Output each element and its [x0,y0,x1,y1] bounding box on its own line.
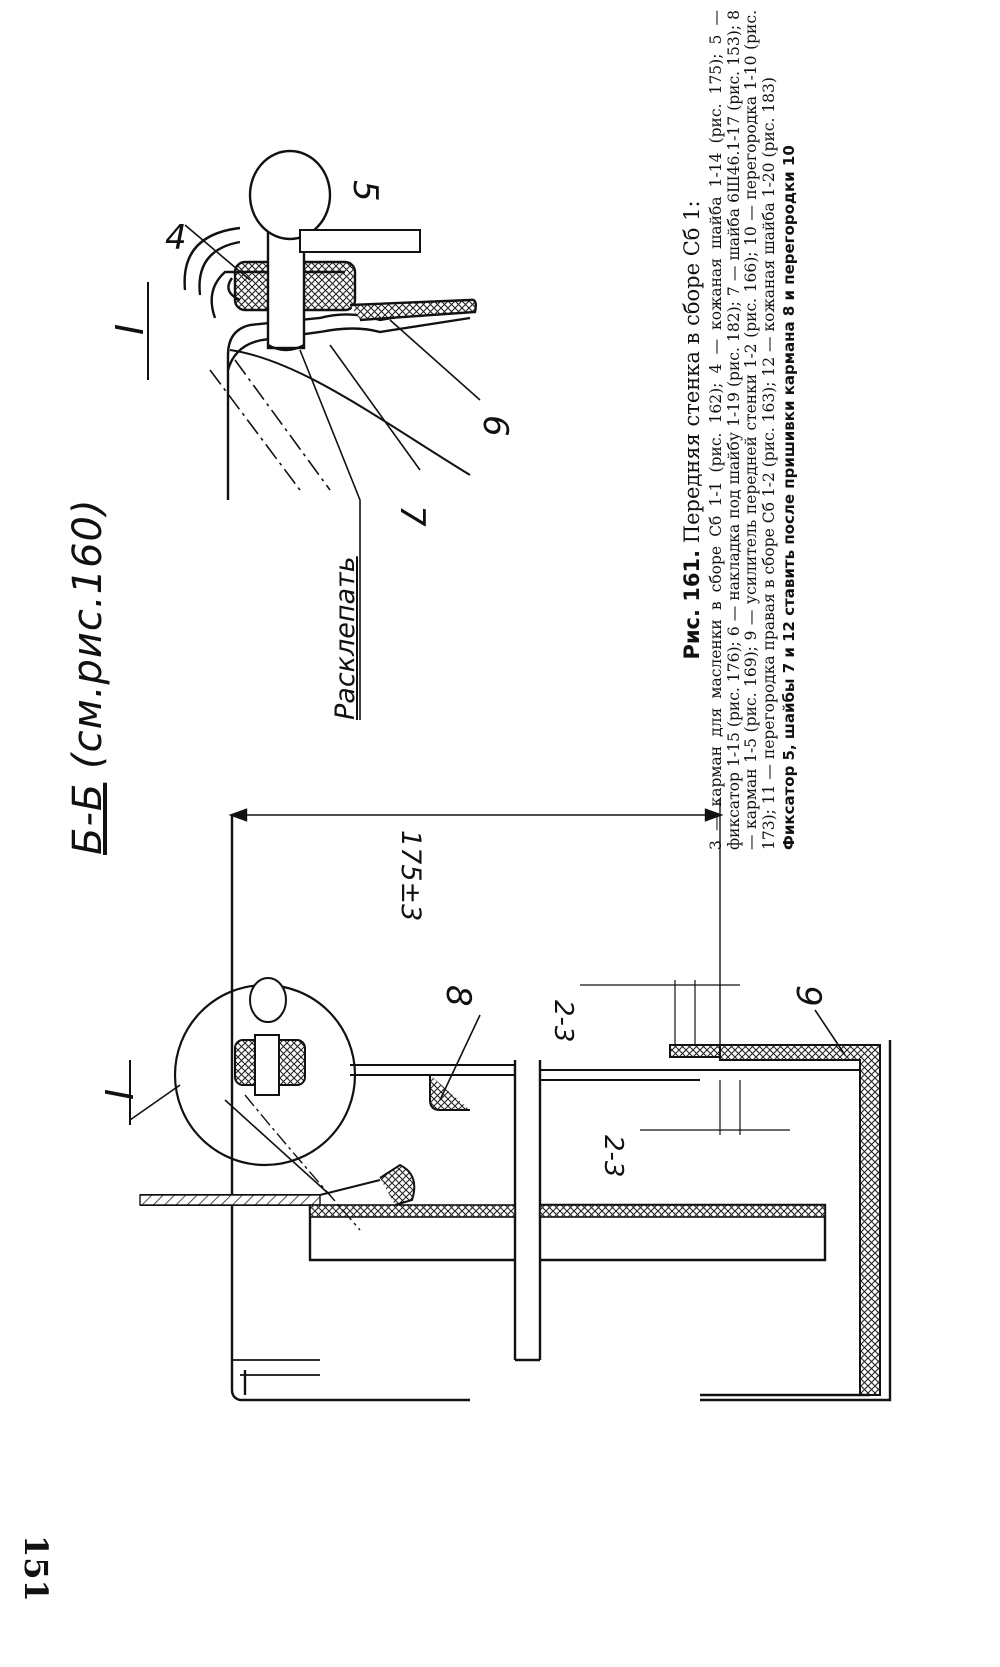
dimension-gap-bottom: 2-3 [598,1135,628,1178]
section-title-ref: (см.рис.160) [65,498,111,769]
caption-figure-number: Рис. 161. [680,549,704,660]
callout-5: 5 [345,180,385,202]
dimension-gap-top: 2-3 [548,1000,578,1043]
callout-7: 7 [392,505,432,527]
section-title-letters: Б-Б [65,782,111,855]
callout-6: 6 [475,415,515,437]
dimension-overall: 175±3 [395,830,426,922]
caption-title: Рис. 161. Передняя стенка в сборе Сб 1: [680,10,704,850]
detail-marker-main: I [98,1088,142,1100]
callout-8: 8 [438,985,478,1007]
main-section-view [129,800,892,1402]
caption-legend: 3 — карман для масленки в сборе Сб 1-1 (… [707,10,778,850]
section-title: Б-Б (см.рис.160) [65,498,111,855]
figure-caption: Рис. 161. Передняя стенка в сборе Сб 1: … [680,10,799,850]
page-number: 151 [17,1535,55,1602]
detail-view-i [147,149,481,720]
rivet-instruction-label: Расклепать [330,556,361,720]
caption-note: Фиксатор 5, шайбы 7 и 12 ставить после п… [780,145,798,850]
caption-figure-title: Передняя стенка в сборе Сб 1: [680,200,704,544]
detail-marker-top: I [108,323,152,335]
callout-9: 9 [788,985,828,1007]
callout-4: 4 [165,218,187,258]
